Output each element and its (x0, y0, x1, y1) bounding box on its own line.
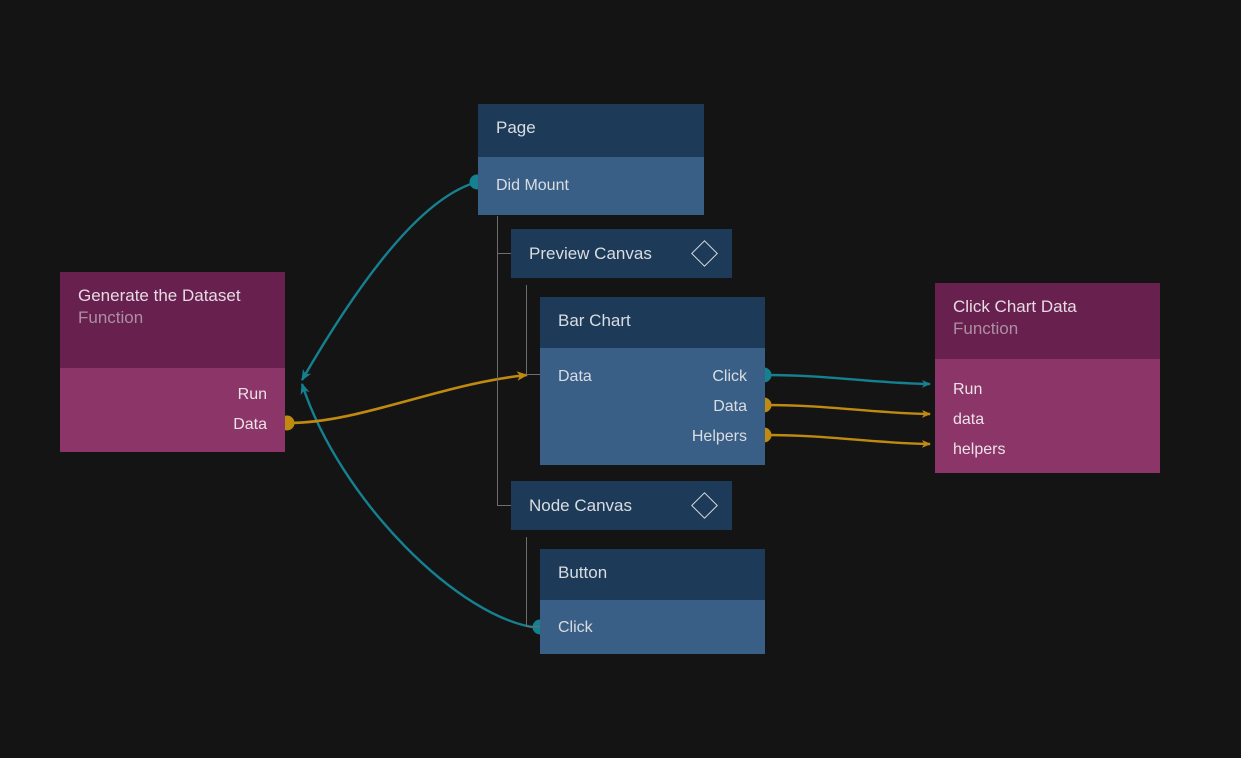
node-header-generate-the-dataset: Generate the Dataset Function (60, 272, 285, 368)
port-bar-chart-helpers[interactable]: Helpers (540, 422, 765, 452)
node-preview-canvas[interactable]: Preview Canvas (511, 229, 732, 278)
node-title-button: Button (558, 563, 608, 582)
port-bar-chart-click[interactable]: Click (540, 362, 765, 392)
node-body-button: Click (540, 600, 765, 654)
node-click-chart-data[interactable]: Click Chart Data Function Run data helpe… (935, 283, 1160, 473)
node-button[interactable]: Button Click (540, 549, 765, 654)
diamond-icon (691, 492, 718, 519)
node-node-canvas[interactable]: Node Canvas (511, 481, 732, 530)
node-title-preview-canvas: Preview Canvas (529, 243, 652, 263)
diamond-icon (691, 240, 718, 267)
port-click-chart-data-data[interactable]: data (935, 405, 1160, 435)
port-label-bar-chart-data-in: Data (558, 368, 592, 385)
port-click-chart-data-helpers[interactable]: helpers (935, 435, 1160, 465)
port-label-generate-data: Data (233, 416, 267, 433)
tree-connector-outer (497, 216, 511, 506)
node-title-click-chart-data: Click Chart Data (953, 297, 1077, 316)
port-label-generate-run: Run (237, 386, 267, 403)
node-header-bar-chart: Bar Chart (540, 297, 765, 348)
port-label-click-chart-data-helpers: helpers (953, 441, 1006, 458)
port-generate-data[interactable]: Data (60, 410, 285, 440)
port-label-click-chart-data-run: Run (953, 381, 983, 398)
node-header-page: Page (478, 104, 704, 157)
node-page[interactable]: Page Did Mount (478, 104, 704, 215)
port-label-button-click: Click (558, 619, 593, 636)
port-page-did-mount[interactable]: Did Mount (478, 171, 704, 201)
tree-connector-nodecanvas-to-button (526, 537, 540, 627)
node-title-bar-chart: Bar Chart (558, 311, 631, 330)
node-body-page: Did Mount (478, 157, 704, 215)
port-bar-chart-data-out[interactable]: Data (540, 392, 765, 422)
port-label-page-did-mount: Did Mount (496, 177, 569, 194)
node-generate-the-dataset[interactable]: Generate the Dataset Function Run Data (60, 272, 285, 452)
port-click-chart-data-run[interactable]: Run (935, 375, 1160, 405)
port-label-bar-chart-click: Click (712, 368, 747, 385)
node-header-button: Button (540, 549, 765, 600)
tree-connector-tick-preview (497, 253, 511, 254)
port-button-click[interactable]: Click (540, 613, 765, 643)
node-body-generate-the-dataset: Run Data (60, 368, 285, 452)
node-body-click-chart-data: Run data helpers (935, 359, 1160, 473)
node-title-page: Page (496, 118, 536, 137)
node-body-bar-chart: Data Click Data Helpers (540, 348, 765, 465)
port-generate-run[interactable]: Run (60, 380, 285, 410)
node-subtitle-generate-the-dataset: Function (78, 308, 144, 328)
node-title-node-canvas: Node Canvas (529, 495, 633, 515)
port-label-bar-chart-data-out: Data (713, 398, 747, 415)
node-header-click-chart-data: Click Chart Data Function (935, 283, 1160, 359)
port-label-click-chart-data-data: data (953, 411, 985, 428)
node-title-generate-the-dataset: Generate the Dataset (78, 286, 241, 305)
tree-connector-preview-to-barchart (526, 285, 540, 375)
port-label-bar-chart-helpers: Helpers (691, 428, 747, 445)
node-subtitle-click-chart-data: Function (953, 319, 1019, 339)
port-bar-chart-data-in[interactable]: Data (540, 362, 765, 392)
node-bar-chart[interactable]: Bar Chart Data Click Data Helpers (540, 297, 765, 465)
